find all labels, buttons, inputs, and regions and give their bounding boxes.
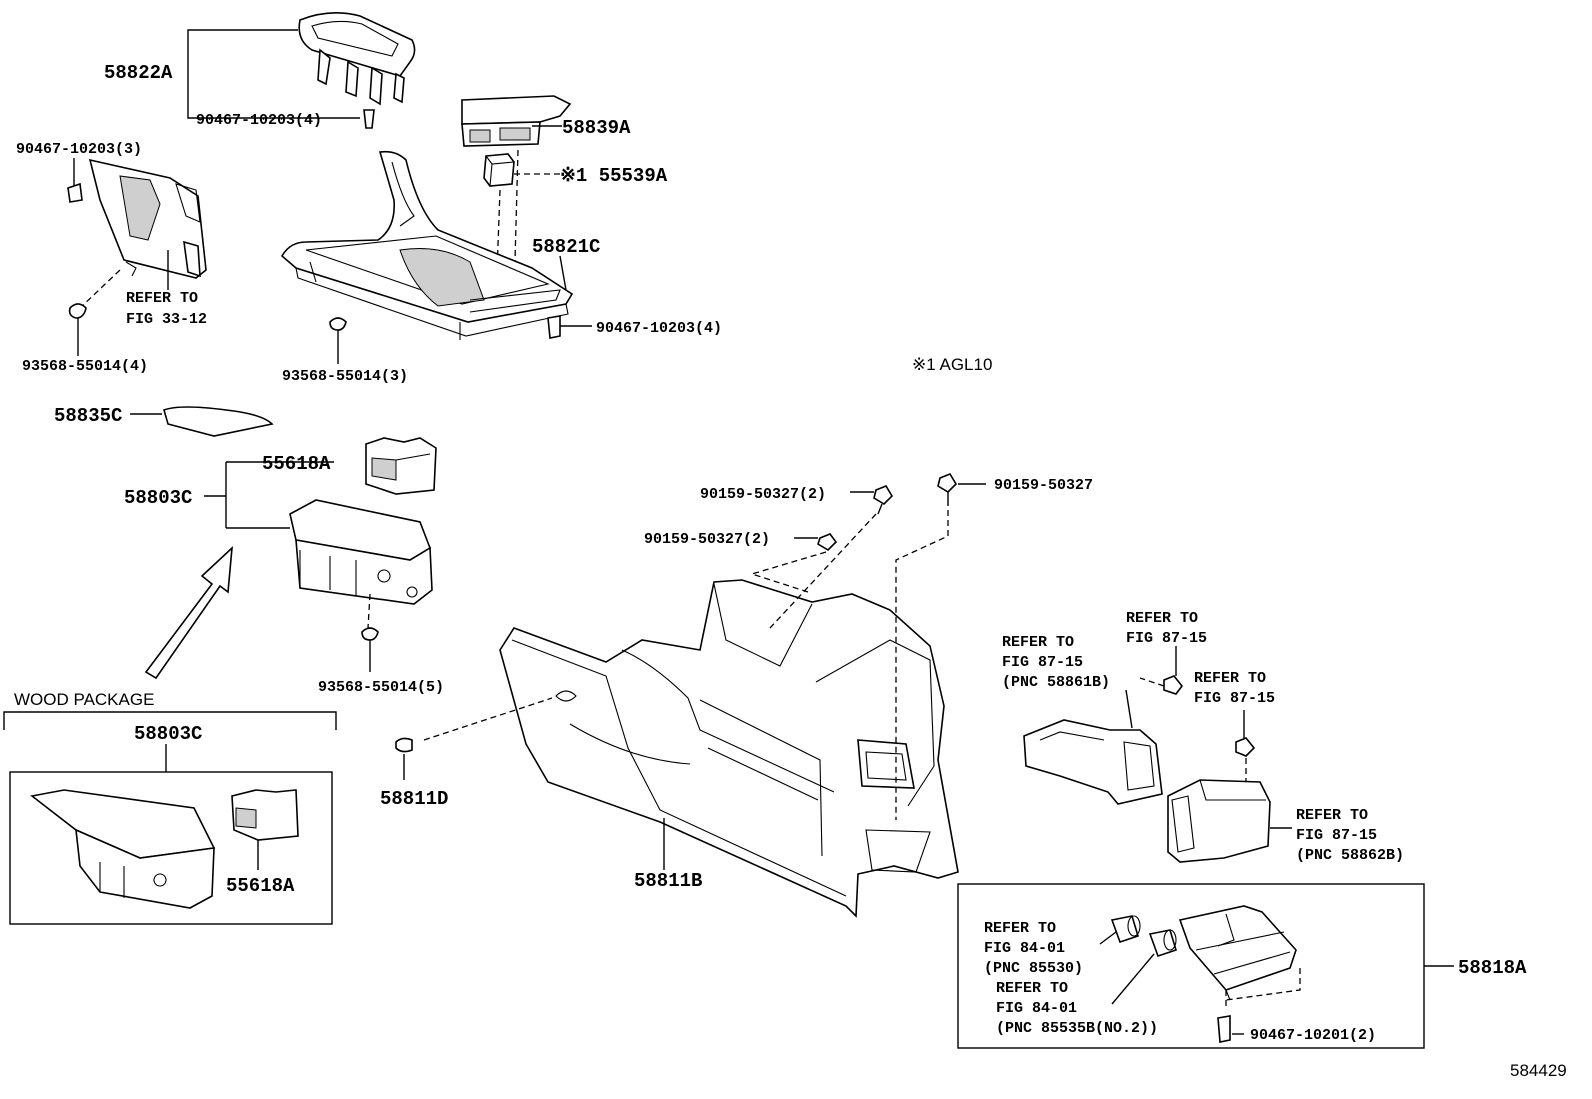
- guide-bolt-b: [749, 551, 827, 593]
- label-refer-bolt2-1: REFER TO: [1194, 670, 1266, 687]
- label-refer-85530-3: (PNC 85530): [984, 960, 1083, 977]
- label-58811D: 58811D: [380, 788, 448, 810]
- label-refer-85530-1: REFER TO: [984, 920, 1056, 937]
- pad-58835C-part: [163, 406, 274, 437]
- screw-58811D-icon: [395, 737, 413, 780]
- clip-icon: [1217, 1015, 1231, 1043]
- cup-holder-insert-part: [365, 437, 437, 495]
- guide-box-screw: [367, 593, 371, 629]
- clip-icon: [67, 182, 83, 203]
- label-58821C: 58821C: [532, 236, 600, 258]
- label-refer-58862B-1: REFER TO: [1296, 807, 1368, 824]
- guide-bolt-a: [769, 513, 877, 629]
- label-refer-bolt2-2: FIG 87-15: [1194, 690, 1275, 707]
- label-refer-58861B-3: (PNC 58861B): [1002, 674, 1110, 691]
- air-duct-right-part: [1167, 779, 1271, 863]
- wood-package-box: [9, 771, 333, 925]
- label-93568-3: 93568-55014(3): [282, 368, 408, 385]
- label-refer-85535B-1: REFER TO: [996, 980, 1068, 997]
- label-93568-4: 93568-55014(4): [22, 358, 148, 375]
- bolt-icon: [873, 485, 894, 515]
- label-refer-to-33: REFER TO: [126, 290, 198, 307]
- leader-58821C: [559, 255, 567, 291]
- bolt-icon: [937, 473, 958, 506]
- label-refer-58862B-3: (PNC 58862B): [1296, 847, 1404, 864]
- shift-bracket-part: [88, 158, 207, 279]
- label-55539A: ※1 55539A: [560, 165, 668, 187]
- screw-icon: [361, 627, 379, 672]
- label-fig-33-12: FIG 33-12: [126, 311, 207, 328]
- label-58811B: 58811B: [634, 870, 702, 892]
- label-90467-10203-left: 90467-10203(3): [16, 141, 142, 158]
- console-upper-panel-part: [280, 150, 574, 340]
- tray-part: [1178, 905, 1297, 1001]
- screw-icon: [329, 317, 347, 364]
- label-58835C: 58835C: [54, 405, 122, 427]
- label-93568-5: 93568-55014(5): [318, 679, 444, 696]
- leader-58861B: [1125, 689, 1133, 729]
- leader-8401-a: [1099, 931, 1117, 945]
- clip-icon: [547, 315, 561, 339]
- wood-cup-insert-part: [231, 789, 299, 841]
- shift-cover-part: [298, 12, 416, 106]
- note-agl10: ※1 AGL10: [912, 355, 992, 374]
- label-90159-single: 90159-50327: [994, 477, 1093, 494]
- label-90159-2b: 90159-50327(2): [644, 531, 770, 548]
- leader-8401-b: [1111, 953, 1155, 1005]
- guide-bolt-c: [895, 510, 949, 820]
- label-58803C-top: 58803C: [124, 487, 192, 509]
- wood-console-box-part: [30, 789, 216, 909]
- label-refer-58861B-1: REFER TO: [1002, 634, 1074, 651]
- screw-icon: [68, 303, 87, 356]
- socket-icon: [1148, 929, 1177, 958]
- diagram-id: 584429: [1510, 1061, 1567, 1080]
- label-58839A: 58839A: [562, 117, 631, 139]
- switch-55539A-part: [483, 153, 515, 187]
- socket-icon: [1110, 915, 1141, 944]
- label-refer-85535B-2: FIG 84-01: [996, 1000, 1077, 1017]
- label-refer-58861B-2: FIG 87-15: [1002, 654, 1083, 671]
- label-55618A-box: 55618A: [226, 875, 295, 897]
- guide-58811D: [423, 697, 553, 741]
- bolt-icon: [1235, 737, 1256, 757]
- label-90159-2a: 90159-50327(2): [700, 486, 826, 503]
- label-58803C-box: 58803C: [134, 723, 202, 745]
- label-refer-bolt-2: FIG 87-15: [1126, 630, 1207, 647]
- console-box-part: [289, 499, 433, 605]
- guide-screw-left: [79, 269, 121, 309]
- air-duct-left-part: [1023, 719, 1163, 805]
- leader-58803C-top: [204, 461, 334, 529]
- label-58818A: 58818A: [1458, 957, 1527, 979]
- label-90467-10203-top: 90467-10203(4): [196, 112, 322, 129]
- label-58822A: 58822A: [104, 62, 173, 84]
- label-90467-10201: 90467-10201(2): [1250, 1027, 1376, 1044]
- label-refer-85530-2: FIG 84-01: [984, 940, 1065, 957]
- label-refer-bolt-1: REFER TO: [1126, 610, 1198, 627]
- arrow-icon: [144, 545, 233, 680]
- console-lower-body-part: [499, 579, 959, 918]
- guide-duct-bolt: [1139, 677, 1165, 687]
- bolt-icon: [1163, 675, 1184, 695]
- label-90467-10203-mid: 90467-10203(4): [596, 320, 722, 337]
- wood-package-bracket: [3, 711, 337, 730]
- label-55618A-top: 55618A: [262, 453, 331, 475]
- label-refer-85535B-3: (PNC 85535B(NO.2)): [996, 1020, 1158, 1037]
- bolt-icon: [817, 533, 838, 552]
- leader-58822A: [187, 29, 360, 119]
- label-refer-58862B-2: FIG 87-15: [1296, 827, 1377, 844]
- guide-tray: [1225, 968, 1301, 1010]
- label-wood-package: WOOD PACKAGE: [14, 690, 154, 709]
- clip-icon: [363, 109, 375, 129]
- switch-panel-part: [461, 95, 572, 147]
